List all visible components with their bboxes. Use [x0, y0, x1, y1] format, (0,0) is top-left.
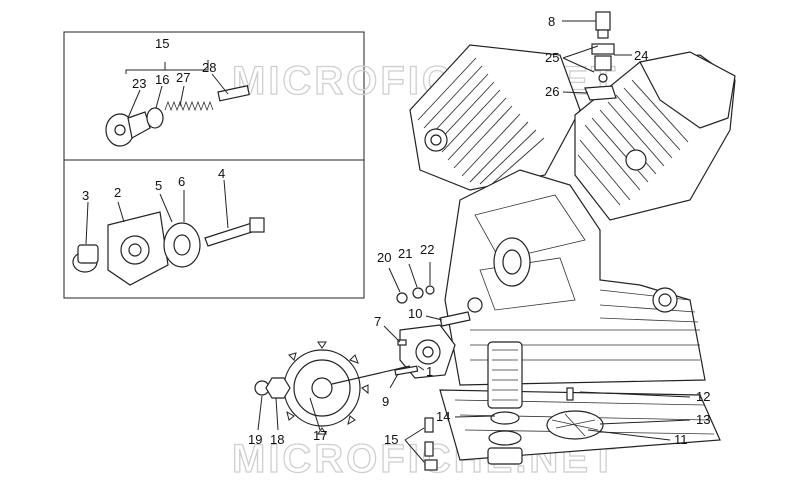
engine-block-drawing: [409, 44, 736, 461]
callout-15-top: 15: [155, 36, 169, 51]
leader-lines: [85, 20, 691, 463]
callout-20: 20: [377, 250, 391, 265]
callout-26: 26: [545, 84, 559, 99]
callout-22: 22: [420, 242, 434, 257]
callout-25: 25: [545, 50, 559, 65]
callout-19: 19: [248, 432, 262, 447]
inset-frame: [63, 31, 365, 299]
callout-16: 16: [155, 72, 169, 87]
callout-12: 12: [696, 389, 710, 404]
callout-2: 2: [114, 185, 121, 200]
callout-15-bottom: 15: [384, 432, 398, 447]
callout-7: 7: [374, 314, 381, 329]
callout-4: 4: [218, 166, 225, 181]
callout-11: 11: [674, 432, 688, 447]
callout-13: 13: [696, 412, 710, 427]
callout-17: 17: [313, 428, 327, 443]
callout-21: 21: [398, 246, 412, 261]
oil-filter-and-sump-parts: [424, 341, 604, 471]
callout-labels: 8 25 24 26 15 23 16 27 28 3 2 5 6 4 20 2…: [82, 14, 710, 447]
callout-6: 6: [178, 174, 185, 189]
sensor-assembly: [584, 11, 617, 101]
front-pump-and-sprocket: [254, 285, 471, 435]
relief-valve-parts: [105, 85, 250, 147]
callout-3: 3: [82, 188, 89, 203]
callout-10: 10: [408, 306, 422, 321]
callout-28: 28: [202, 60, 216, 75]
callout-1: 1: [426, 364, 433, 379]
callout-9: 9: [382, 394, 389, 409]
callout-8: 8: [548, 14, 555, 29]
callout-18: 18: [270, 432, 284, 447]
callout-5: 5: [155, 178, 162, 193]
callout-23: 23: [132, 76, 146, 91]
callout-14: 14: [436, 409, 450, 424]
callout-24: 24: [634, 48, 648, 63]
callout-27: 27: [176, 70, 190, 85]
oil-pump-parts: [72, 211, 265, 286]
